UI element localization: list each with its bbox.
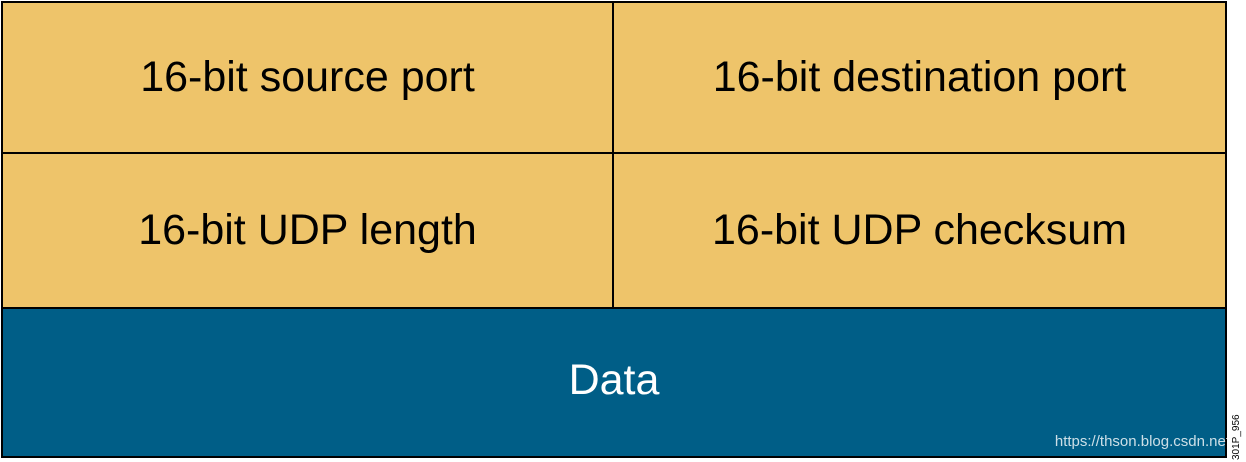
data-label: Data [568, 356, 660, 404]
udp-length-field: 16-bit UDP length [3, 154, 614, 309]
watermark: https://thson.blog.csdn.net [1054, 433, 1230, 450]
destination-port-label: 16-bit destination port [712, 53, 1127, 101]
data-field: Data [3, 309, 1225, 456]
udp-checksum-field: 16-bit UDP checksum [614, 154, 1225, 309]
source-port-field: 16-bit source port [3, 3, 614, 154]
udp-checksum-label: 16-bit UDP checksum [711, 206, 1128, 254]
figure-id: 301P_956 [1231, 414, 1242, 460]
udp-length-label: 16-bit UDP length [138, 206, 477, 254]
source-port-label: 16-bit source port [140, 53, 475, 101]
udp-header-diagram: 16-bit source port 16-bit destination po… [1, 1, 1227, 458]
destination-port-field: 16-bit destination port [614, 3, 1225, 154]
